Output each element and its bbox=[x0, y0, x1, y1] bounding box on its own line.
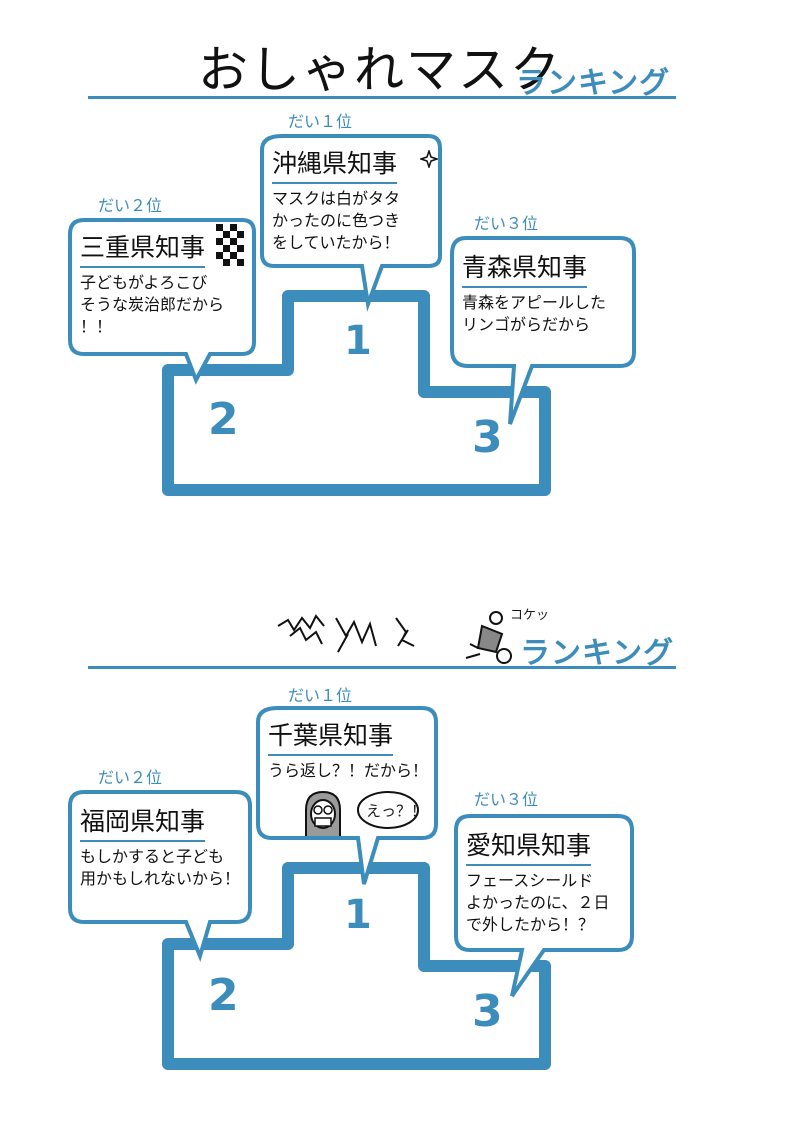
speech-bubble-third bbox=[450, 236, 636, 425]
speech-bubble-first bbox=[256, 706, 438, 885]
reason-text: フェースシールド よかったのに、２日 で外したから！？ bbox=[466, 871, 610, 934]
fall-sound-text: コケッ bbox=[510, 608, 550, 623]
podium-with-bubbles bbox=[68, 706, 634, 1070]
place-label-first: だい１位 bbox=[288, 112, 353, 131]
governor-name: 愛知県知事 bbox=[466, 826, 592, 866]
podium-number-first: 1 bbox=[344, 318, 372, 364]
speech-bubble-inner bbox=[357, 791, 419, 829]
speech-text-inner: えっ？！ bbox=[366, 802, 427, 820]
speech-bubble-first bbox=[260, 134, 442, 312]
ranking-heading: ランキング bbox=[516, 66, 671, 101]
page-title: おしゃれマスク bbox=[198, 41, 562, 99]
place-label-first: だい１位 bbox=[288, 686, 353, 705]
first-place-entry: 千葉県知事 うら返し？！だから！ bbox=[268, 716, 428, 782]
governor-name: 千葉県知事 bbox=[268, 716, 394, 756]
podium-number-second: 2 bbox=[208, 394, 239, 445]
ranking-heading: ランキング bbox=[520, 636, 675, 671]
reason-text: うら返し？！だから！ bbox=[268, 761, 429, 780]
checkered-pattern-icon bbox=[216, 224, 244, 266]
place-label-third: だい３位 bbox=[474, 214, 539, 233]
podium-outline bbox=[162, 862, 551, 1070]
place-label-third: だい３位 bbox=[474, 790, 539, 809]
title-underline bbox=[88, 666, 676, 669]
ranking-section-shocking-mask: コケッ ランキング だい１位 だい２位 だい３位 千葉県知事 うら返し？！だから… bbox=[0, 566, 800, 1132]
reason-text: もしかすると子ども 用かもしれないから！ bbox=[80, 847, 241, 888]
podium-number-first: 1 bbox=[344, 892, 372, 938]
second-place-entry: 福岡県知事 もしかすると子ども 用かもしれないから！ bbox=[80, 802, 240, 890]
place-label-second: だい２位 bbox=[98, 196, 163, 215]
podium-number-second: 2 bbox=[208, 970, 239, 1021]
place-label-second: だい２位 bbox=[98, 768, 163, 787]
reason-text: マスクは白がタタ かったのに色つき をしていたから！ bbox=[272, 189, 401, 252]
ranking-section-fashionable-mask: おしゃれマスク ランキング だい１位 だい２位 だい３位 沖縄県知事 マスクは白… bbox=[68, 41, 676, 496]
shocked-face-icon bbox=[305, 790, 341, 836]
speech-bubble-second bbox=[68, 790, 252, 963]
podium-number-third: 3 bbox=[472, 412, 503, 463]
title-underline bbox=[88, 96, 676, 99]
sparkle-icon bbox=[420, 150, 438, 168]
governor-name: 沖縄県知事 bbox=[272, 144, 398, 184]
first-place-entry: 沖縄県知事 マスクは白がタタ かったのに色つき をしていたから！ bbox=[272, 144, 400, 254]
podium-with-bubbles bbox=[68, 134, 636, 496]
shock-scribble-title bbox=[277, 614, 415, 653]
podium-outline bbox=[162, 290, 551, 496]
podium-number-third: 3 bbox=[472, 986, 503, 1037]
governor-name: 福岡県知事 bbox=[80, 802, 206, 842]
third-place-entry: 青森県知事 青森をアピールした リンゴがらだから bbox=[462, 248, 606, 336]
governor-name: 青森県知事 bbox=[462, 248, 588, 288]
speech-bubble-second bbox=[68, 218, 256, 385]
reason-text: 子どもがよろこび そうな炭治郎だから ！！ bbox=[80, 273, 225, 336]
third-place-entry: 愛知県知事 フェースシールド よかったのに、２日 で外したから！？ bbox=[466, 826, 610, 936]
second-place-entry: 三重県知事 子どもがよろこび そうな炭治郎だから ！！ bbox=[80, 228, 224, 338]
reason-text: 青森をアピールした リンゴがらだから bbox=[462, 293, 607, 334]
governor-name: 三重県知事 bbox=[80, 228, 206, 268]
falling-person-icon bbox=[465, 611, 512, 664]
speech-bubble-third bbox=[454, 814, 634, 998]
